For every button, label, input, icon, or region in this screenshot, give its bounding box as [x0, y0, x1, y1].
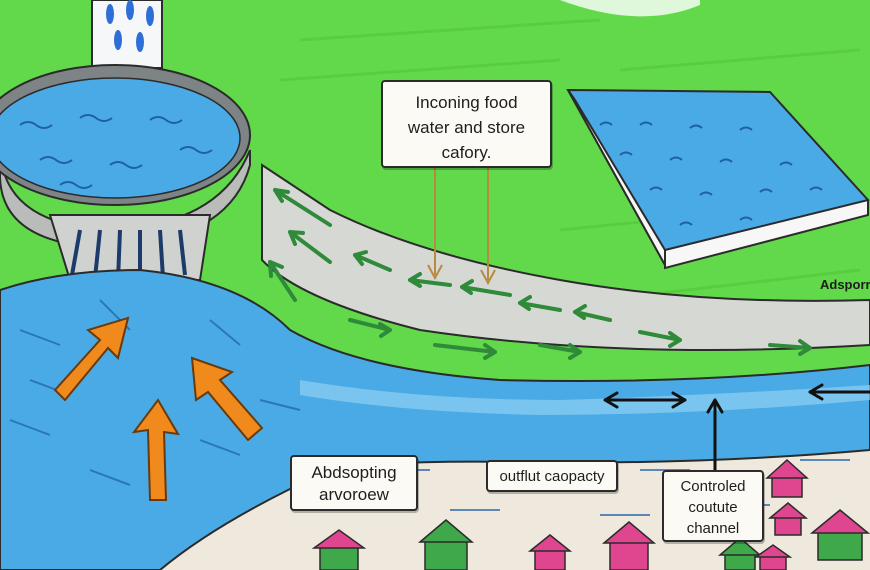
callout-line-3: cafory. — [383, 140, 550, 165]
outflow-capacity-callout: outflut caopacty — [486, 460, 618, 492]
absorbing-line-1: Abdsopting — [292, 462, 416, 484]
controlled-channel-callout: Controled coutute channel — [662, 470, 764, 542]
right-edge-label: Adsporr — [820, 277, 870, 292]
incoming-water-callout: Inconing food water and store cafory. — [381, 80, 552, 168]
controlled-line-1: Controled — [664, 476, 762, 497]
absorbing-callout: Abdsopting arvoroew — [290, 455, 418, 511]
absorbing-line-2: arvoroew — [292, 484, 416, 506]
callout-line-1: Inconing food — [383, 90, 550, 115]
controlled-line-3: channel — [664, 518, 762, 539]
reservoir-water — [0, 78, 240, 198]
outflow-label: outflut caopacty — [488, 467, 616, 487]
controlled-line-2: coutute — [664, 497, 762, 518]
callout-line-2: water and store — [383, 115, 550, 140]
